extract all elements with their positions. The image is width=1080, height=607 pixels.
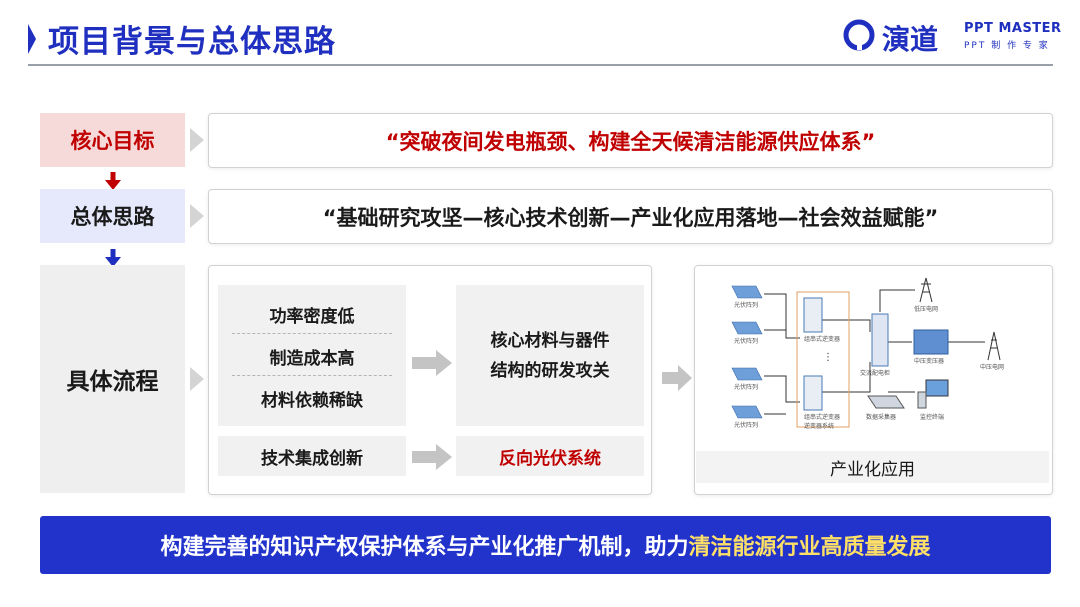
- issue-item: 材料依赖稀缺: [261, 391, 363, 411]
- overall-idea-statement: “基础研究攻坚—核心技术创新—产业化应用落地—社会效益赋能”: [208, 189, 1053, 244]
- pv-array-label: 光伏阵列: [734, 338, 759, 345]
- integration-block: 技术集成创新: [218, 436, 406, 476]
- inverter-icon: ⋮: [803, 297, 833, 411]
- logo-mark-icon: [842, 18, 876, 52]
- core-goal-statement: “突破夜间发电瓶颈、构建全天候清洁能源供应体系”: [208, 113, 1053, 168]
- dashed-divider: [232, 375, 392, 376]
- pv-array-label: 光伏阵列: [734, 302, 759, 309]
- bracket-label: 逆变器系统: [804, 423, 835, 430]
- issues-block: [218, 285, 406, 426]
- title-accent-icon: [28, 24, 36, 54]
- pv-panel-icon: [731, 285, 763, 419]
- header-divider: [28, 64, 1053, 66]
- svg-text:⋮: ⋮: [823, 352, 833, 363]
- down-arrow-blue-icon: [105, 249, 121, 267]
- chevron-right-icon: [190, 128, 204, 152]
- right-arrow-icon: [662, 365, 692, 391]
- label-overall-idea: 总体思路: [40, 189, 185, 243]
- right-arrow-icon: [412, 444, 452, 470]
- issue-item: 制造成本高: [269, 349, 355, 369]
- distribution-cabinet-icon: [871, 313, 889, 367]
- combiner-label: 交流配电柜: [860, 370, 891, 377]
- research-line: 核心材料与器件: [490, 330, 610, 351]
- transformer-icon: [913, 329, 949, 355]
- logo-sub-text: PPT 制 作 专 家: [964, 41, 1050, 51]
- banner-text: 构建完善的知识产权保护体系与产业化推广机制，助力: [160, 535, 689, 560]
- low-grid-label: 低压电网: [914, 306, 939, 313]
- issue-item: 功率密度低: [269, 307, 355, 327]
- inverter-label: 组串式逆变器: [804, 414, 841, 421]
- reverse-pv-system: 反向光伏系统: [456, 436, 644, 476]
- pv-array-label: 光伏阵列: [734, 384, 759, 391]
- label-specific-process: 具体流程: [40, 265, 185, 493]
- label-core-goal: 核心目标: [40, 113, 185, 167]
- right-arrow-icon: [412, 350, 452, 376]
- application-caption: 产业化应用: [696, 451, 1049, 483]
- data-collector-label: 数据采集器: [866, 414, 897, 421]
- inverter-label: 组串式逆变器: [804, 336, 841, 343]
- monitor-label: 监控终端: [920, 414, 945, 421]
- dashed-divider: [232, 333, 392, 334]
- banner-highlight: 清洁能源行业高质量发展: [688, 535, 931, 560]
- conclusion-banner: 构建完善的知识产权保护体系与产业化推广机制，助力清洁能源行业高质量发展: [40, 516, 1051, 574]
- logo-cn-text: 演道: [882, 23, 939, 56]
- chevron-right-icon: [190, 367, 204, 391]
- transmission-tower-icon: [919, 277, 1001, 361]
- transformer-label: 中压变压器: [914, 358, 945, 365]
- pv-system-diagram: ⋮ 光伏阵列 光伏阵列 光伏阵列 光伏阵列 组串式逆变器 组串式逆变器 逆变器系…: [700, 272, 1045, 448]
- monitor-terminal-icon: [917, 379, 949, 409]
- research-line: 结构的研发攻关: [490, 360, 610, 381]
- mid-grid-label: 中压电网: [980, 364, 1005, 371]
- page-title: 项目背景与总体思路: [48, 24, 336, 60]
- brand-logo: 演道 PPT MASTER PPT 制 作 专 家: [842, 18, 1061, 58]
- down-arrow-red-icon: [105, 172, 121, 190]
- research-block: 核心材料与器件 结构的研发攻关: [456, 285, 644, 426]
- data-collector-icon: [867, 395, 905, 409]
- logo-en-text: PPT MASTER: [964, 21, 1062, 36]
- pv-array-label: 光伏阵列: [734, 422, 759, 429]
- chevron-right-icon: [190, 204, 204, 228]
